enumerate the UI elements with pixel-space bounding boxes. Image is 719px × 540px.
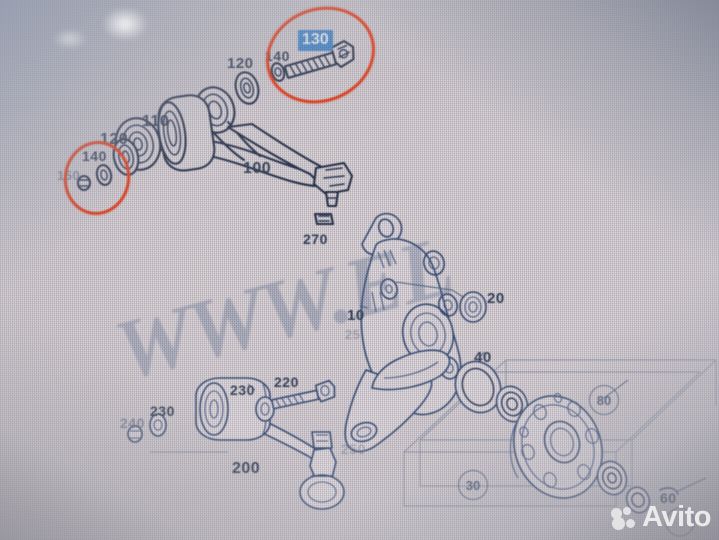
screen-smudge xyxy=(52,28,88,50)
avito-dots-icon xyxy=(611,506,637,530)
avito-wordmark: Avito xyxy=(642,501,711,533)
screen-glare xyxy=(103,8,147,40)
avito-watermark: Avito xyxy=(611,503,711,532)
